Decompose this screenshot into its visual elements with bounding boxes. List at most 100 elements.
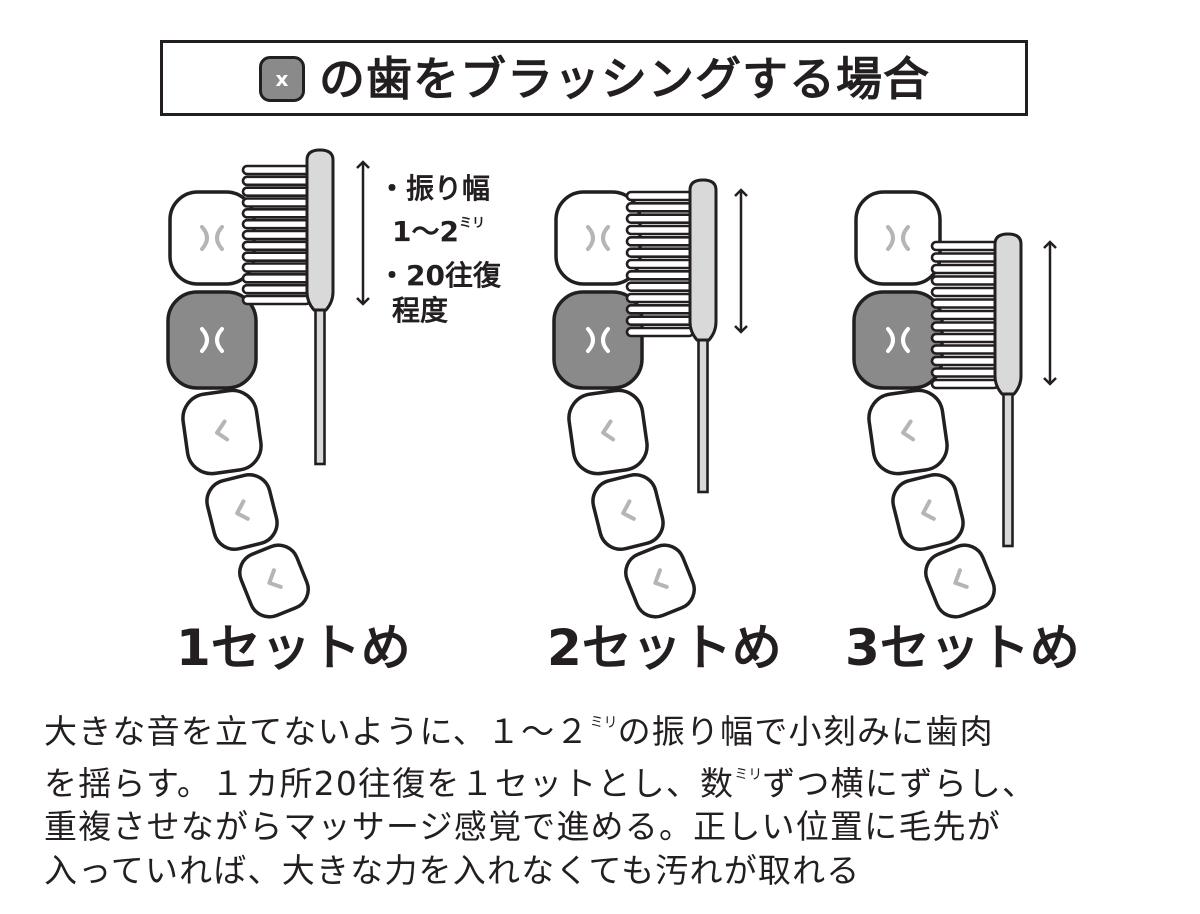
tooth-3: [205, 473, 279, 551]
caption-line-1: 大きな音を立てないように、１〜２ミリの振り幅で小刻みに歯肉: [44, 702, 1164, 754]
bristle: [241, 240, 312, 252]
set-label-3: 3セットめ: [845, 619, 1080, 677]
bristle: [625, 270, 695, 281]
target-tooth: [166, 290, 258, 390]
tooth-icon: [567, 388, 649, 476]
tooth-x-mark: [886, 225, 910, 251]
caption: 大きな音を立てないように、１〜２ミリの振り幅で小刻みに歯肉 を揺らす。１カ所20…: [44, 702, 1164, 892]
tooth-x-mark: [586, 225, 610, 251]
bristle: [625, 213, 695, 224]
tooth-0: [854, 190, 942, 286]
note-repetitions: ・20往復: [378, 259, 501, 292]
tooth-icon: [891, 473, 965, 551]
caption-line-2-a: を揺らす。１カ所20往復を１セットとし、数: [44, 763, 735, 803]
set-3-illustration: [852, 190, 1057, 619]
tooth-x-mark: [586, 327, 610, 353]
tooth-2: [567, 388, 649, 476]
set-1-illustration: [166, 148, 370, 619]
bristle: [930, 332, 1000, 344]
bristle: [625, 326, 695, 338]
tooth-icon: [924, 543, 996, 619]
tooth-icon: [205, 473, 279, 551]
tooth-icon: [852, 290, 944, 390]
tooth-v-mark: [235, 499, 250, 521]
tooth-2: [181, 388, 263, 476]
tooth-icon: [552, 290, 644, 390]
bristle: [930, 286, 1000, 298]
tooth-3: [591, 473, 665, 551]
tooth-icon: [867, 388, 949, 476]
bristle: [625, 304, 695, 315]
tooth-v-mark: [901, 419, 916, 442]
caption-line-1-b: の振り幅で小刻みに歯肉: [617, 712, 994, 751]
tooth-icon: [854, 190, 942, 286]
tooth-v-mark: [267, 568, 283, 589]
note-repetitions-suffix: 程度: [392, 294, 449, 327]
bristle: [241, 262, 312, 273]
tooth-icon: [238, 543, 310, 619]
tooth-4: [238, 543, 310, 619]
tooth-v-mark: [921, 499, 936, 521]
bristle: [625, 315, 695, 326]
bristle: [241, 164, 312, 176]
bristle: [241, 186, 312, 197]
page-title: の歯をブラッシングする場合: [319, 52, 930, 106]
note-amplitude-value: 1〜2ミリ: [392, 207, 485, 249]
tooth-x-mark: [200, 225, 224, 251]
toothbrush-head: [688, 178, 718, 342]
badge-mark: x: [275, 67, 289, 91]
caption-line-2-unit: ミリ: [734, 766, 763, 783]
caption-line-1-unit: ミリ: [589, 715, 618, 731]
tooth-v-mark: [215, 419, 230, 442]
toothbrush-handle: [697, 334, 709, 494]
toothbrush-icon: [241, 148, 335, 466]
caption-line-3: 重複させながらマッサージ感覚で進める。正しい位置に毛先が: [44, 807, 1001, 846]
caption-line-4: 入っていれば、大きな力を入れなくても汚れが取れる: [44, 850, 861, 890]
title-box: x の歯をブラッシングする場合: [160, 40, 1028, 116]
tooth-v-mark: [601, 419, 616, 442]
note-amplitude-number: 1〜2: [392, 215, 459, 248]
bristle: [930, 367, 1000, 378]
tooth-3: [891, 473, 965, 551]
bristle: [930, 355, 1000, 367]
set-label-2: 2セットめ: [547, 619, 782, 677]
bristle: [241, 283, 312, 295]
bristle: [625, 281, 695, 292]
bristle: [930, 240, 1000, 252]
tooth-4: [924, 543, 996, 619]
toothbrush-handle: [1002, 388, 1014, 548]
set-2-illustration: [552, 178, 748, 619]
tooth-icon: [166, 290, 258, 390]
tooth-v-mark: [621, 499, 636, 521]
bristle: [241, 197, 312, 208]
bristle: [241, 251, 312, 262]
bristle: [930, 275, 1000, 286]
tooth-icon: [181, 388, 263, 476]
note-amplitude: ・振り幅: [378, 172, 491, 205]
bristle: [930, 309, 1000, 321]
bristle: [625, 202, 695, 213]
bristle: [930, 321, 1000, 332]
toothbrush-icon: [625, 178, 718, 494]
bristle: [625, 190, 695, 202]
bristle: [241, 208, 312, 219]
tooth-v-mark: [953, 568, 969, 589]
tooth-2: [867, 388, 949, 476]
toothbrush-head: [993, 232, 1023, 396]
target-tooth-badge-icon: x: [259, 56, 305, 102]
bristle: [625, 236, 695, 247]
caption-line-2: を揺らす。１カ所20往復を１セットとし、数ミリずつ横にずらし、: [44, 754, 1164, 806]
bristle: [241, 273, 312, 284]
tooth-x-mark: [200, 327, 224, 353]
tooth-x-mark: [886, 327, 910, 353]
bristle: [625, 292, 695, 304]
bristle: [625, 224, 695, 236]
bristle: [625, 258, 695, 270]
bristle: [930, 344, 1000, 355]
toothbrush-handle: [314, 304, 326, 466]
caption-line-2-b: ずつ横にずらし、: [762, 763, 1037, 803]
bristle: [930, 263, 1000, 275]
tooth-4: [624, 543, 696, 619]
target-tooth: [552, 290, 644, 390]
